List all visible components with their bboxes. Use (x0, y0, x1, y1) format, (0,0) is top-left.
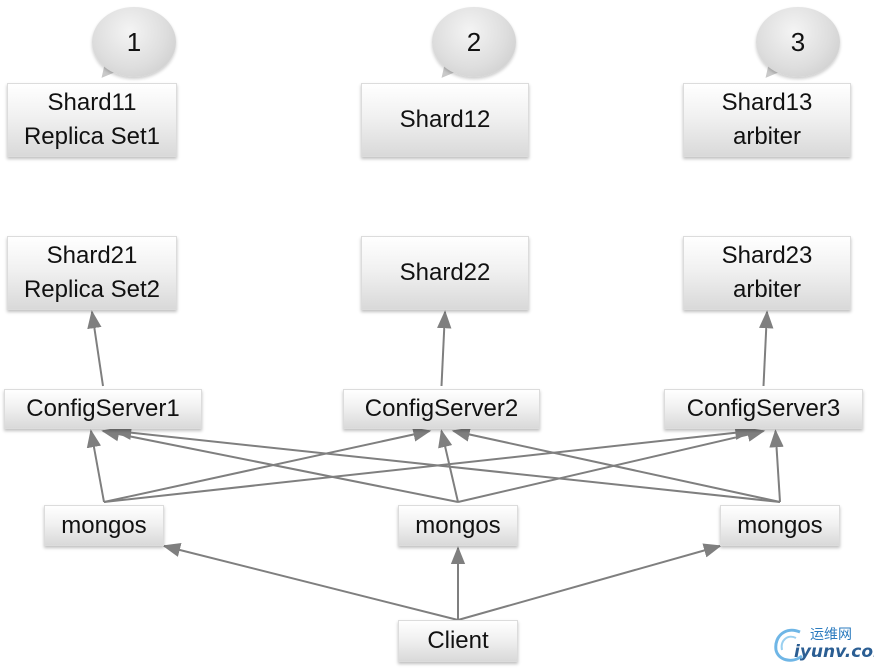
edge-config3-to-shard23 (759, 310, 774, 387)
config-server-3-node: ConfigServer3 (664, 389, 863, 429)
config-server-3-label: ConfigServer3 (686, 395, 841, 422)
bubble-1: 1 (92, 7, 176, 77)
edge-client-to-mongos3 (457, 543, 722, 621)
watermark: 运维网 iyunv.com (770, 620, 874, 666)
bubble-1-label: 1 (126, 26, 142, 57)
watermark-en-text: iyunv.com (794, 642, 874, 662)
shard12-line-1: Shard12 (399, 106, 491, 133)
shard11-line-1: Shard11 (47, 89, 137, 116)
shard11-line-2: Replica Set1 (23, 123, 161, 150)
edge-mongos1-to-config1 (86, 429, 105, 503)
config-server-2-node: ConfigServer2 (343, 389, 540, 429)
edge-mongos2-to-config3 (457, 427, 766, 503)
bubble-3-label: 3 (790, 26, 806, 57)
shard21-line-1: Shard21 (46, 242, 138, 269)
edge-mongos1-to-config3 (103, 425, 754, 503)
config-server-1-label: ConfigServer1 (26, 395, 180, 422)
client-label: Client (427, 627, 489, 654)
mongos-2-node: mongos (398, 505, 518, 546)
config-server-1-node: ConfigServer1 (4, 389, 202, 429)
mongos-1-label: mongos (61, 511, 147, 539)
mongos-2-label: mongos (415, 511, 501, 539)
edge-mongos3-to-config1 (113, 425, 781, 503)
watermark-logo-icon (774, 628, 803, 662)
shard13-line-2: arbiter (732, 123, 802, 150)
edge-mongos3-to-config3 (769, 429, 784, 503)
shard13-line-1: Shard13 (721, 89, 813, 116)
shard13-node: Shard13 arbiter (683, 83, 851, 157)
shard21-line-2: Replica Set2 (23, 276, 161, 303)
watermark-cn-text: 运维网 (810, 627, 852, 643)
bubble-3: 3 (756, 7, 840, 77)
edge-client-to-mongos1 (162, 542, 459, 621)
shard21-node: Shard21 Replica Set2 (7, 236, 177, 310)
client-node: Client (398, 620, 518, 662)
bubble-2-label: 2 (466, 26, 482, 57)
shard12-node: Shard12 (361, 83, 529, 157)
edge-config2-to-shard22 (437, 310, 452, 387)
shard23-line-2: arbiter (732, 276, 802, 303)
edge-mongos3-to-config2 (451, 427, 781, 503)
mongos-3-node: mongos (720, 505, 840, 546)
shard22-node: Shard22 (361, 236, 529, 310)
mongos-1-node: mongos (44, 505, 164, 546)
edge-mongos2-to-config1 (101, 427, 459, 503)
bubble-2: 2 (432, 7, 516, 77)
config-server-2-label: ConfigServer2 (364, 395, 519, 422)
shard11-node: Shard11 Replica Set1 (7, 83, 177, 157)
mongos-3-label: mongos (737, 511, 823, 539)
edge-mongos1-to-config2 (103, 427, 432, 503)
shard22-line-1: Shard22 (399, 259, 491, 286)
shard23-line-1: Shard23 (721, 242, 813, 269)
shard23-node: Shard23 arbiter (683, 236, 851, 310)
edge-config1-to-shard21 (87, 310, 104, 387)
